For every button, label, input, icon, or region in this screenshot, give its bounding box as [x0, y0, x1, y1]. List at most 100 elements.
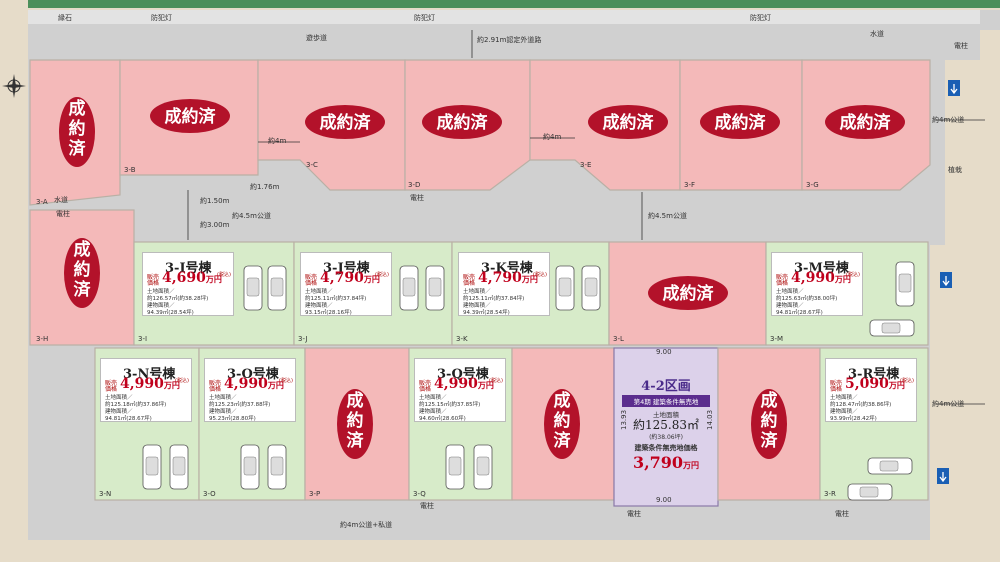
card-title: 3-J号棟	[323, 261, 370, 276]
price-card: 3-J号棟 販売価格 4,790万円 (税込) 土地面積／ 約125.11㎡(約…	[300, 252, 392, 316]
road-label-bottom: 約4m公道+私道	[340, 520, 392, 529]
card-tax: (税込)	[533, 272, 547, 278]
road-label-outer-road: 約2.91m認定外道路	[477, 35, 541, 44]
card-land-label: 土地面積／	[830, 395, 858, 401]
sold-seal-char: 成	[761, 390, 778, 411]
sold-seal-char: 済	[554, 430, 572, 451]
lot-id-3-K: 3-K	[456, 335, 468, 343]
plot42-unit: 万円	[683, 460, 700, 470]
lot-id-3-D: 3-D	[408, 181, 420, 189]
lot-id-3-I: 3-I	[138, 335, 147, 343]
sold-seal-label: 成約済	[320, 112, 372, 133]
sold-seal-char: 約	[69, 118, 86, 139]
road-label-45-left: 約4.5m公道	[232, 211, 271, 220]
sold-seal: 成約済	[150, 99, 230, 133]
sold-seal-char: 約	[554, 410, 571, 431]
card-bldg-label: 建物面積／	[147, 303, 175, 309]
card-unit: 万円	[834, 274, 851, 284]
card-title: 3-K号棟	[481, 261, 533, 276]
card-land-label: 土地面積／	[209, 395, 237, 401]
card-bldg-label: 建物面積／	[776, 303, 804, 309]
card-unit: 万円	[888, 380, 905, 390]
car-icon	[555, 265, 575, 311]
card-title: 3-M号棟	[794, 261, 849, 276]
card-unit: 万円	[267, 380, 284, 390]
car-icon	[240, 444, 260, 490]
sold-seal-char: 成	[554, 390, 571, 411]
lot-id-3-R: 3-R	[824, 490, 836, 498]
card-price-label: 販売価格	[775, 274, 788, 287]
card-price: 4,790	[478, 270, 522, 286]
sold-seal: 成約済	[700, 105, 780, 139]
car-icon	[869, 319, 915, 337]
card-bldg-value: 94.81㎡(28.67坪)	[776, 310, 823, 316]
price-card: 3-K号棟 販売価格 4,790万円 (税込) 土地面積／ 約125.11㎡(約…	[458, 252, 550, 316]
car-icon	[445, 444, 465, 490]
card-land-label: 土地面積／	[776, 289, 804, 295]
card-title: 3-I号棟	[165, 261, 212, 276]
lot-id-3-A: 3-A	[36, 198, 48, 206]
card-price: 4,690	[162, 270, 206, 286]
lot-id-3-Q: 3-Q	[413, 490, 426, 498]
road-label-4m-public-bottom: 約4m公道	[932, 399, 964, 408]
card-title: 3-O号棟	[227, 367, 279, 382]
card-bldg-label: 建物面積／	[419, 409, 447, 415]
road-label-pole-top-right: 電柱	[954, 41, 968, 50]
road-label-4m-right: 約4m	[543, 132, 561, 141]
car-icon	[267, 265, 287, 311]
card-price: 4,790	[320, 270, 364, 286]
sold-seal-char: 成	[69, 98, 86, 119]
sold-seal: 成約済	[751, 389, 787, 459]
plot42-land-label: 土地面積	[653, 411, 679, 419]
card-price-wrap: 4,990万円	[120, 376, 180, 392]
sold-seal-label: 成約済	[663, 283, 715, 304]
sold-seal: 成約済	[337, 389, 373, 459]
card-price-wrap: 4,990万円	[434, 376, 494, 392]
sold-seal-char: 成	[347, 390, 364, 411]
card-unit: 万円	[363, 274, 380, 284]
sold-seal-label: 成約済	[165, 106, 217, 127]
card-price-wrap: 5,090万円	[845, 376, 905, 392]
road-label-streetlight-3: 防犯灯	[750, 13, 771, 22]
road-label-pole-r: 電柱	[835, 509, 849, 518]
card-tax: (税込)	[217, 272, 231, 278]
lot-id-3-E: 3-E	[580, 161, 591, 169]
card-land-label: 土地面積／	[419, 395, 447, 401]
sold-seal: 成約済	[305, 105, 385, 139]
sold-seal-char: 成	[74, 239, 91, 260]
plot42-dim-top: 9.00	[656, 348, 672, 356]
lot-id-3-F: 3-F	[684, 181, 695, 189]
plot42-dim-right: 14.03	[706, 410, 714, 430]
card-land-value: 約125.11㎡(約37.84坪)	[463, 296, 525, 302]
lot-id-3-M: 3-M	[770, 335, 783, 343]
card-price-label: 販売価格	[462, 274, 475, 287]
card-tax: (税込)	[846, 272, 860, 278]
card-price-label: 販売価格	[104, 380, 117, 393]
sold-seal: 成約済	[59, 97, 95, 167]
price-card: 3-M号棟 販売価格 4,990万円 (税込) 土地面積／ 約125.63㎡(約…	[771, 252, 863, 316]
dimension-arrows	[187, 30, 985, 405]
plot42-info: 4-2区画 第4期 建築条件無売地 土地面積 約125.83㎡ (約38.06坪…	[618, 375, 714, 472]
sold-seal: 成約済	[825, 105, 905, 139]
card-land-label: 土地面積／	[147, 289, 175, 295]
card-price-wrap: 4,690万円	[162, 270, 222, 286]
card-price-wrap: 4,790万円	[478, 270, 538, 286]
road-label-water: 水道	[870, 29, 884, 38]
road-label-curb: 縁石	[58, 13, 72, 22]
card-price: 4,990	[434, 376, 478, 392]
card-tax: (税込)	[375, 272, 389, 278]
car-icon	[142, 444, 162, 490]
road-label-pole-d: 電柱	[410, 193, 424, 202]
price-card: 3-O号棟 販売価格 4,990万円 (税込) 土地面積／ 約125.23㎡(約…	[204, 358, 296, 422]
road-label-promenade: 遊歩道	[306, 33, 327, 42]
road-label-pole-42: 電柱	[627, 509, 641, 518]
sold-seal: 成約済	[64, 238, 100, 308]
car-icon	[399, 265, 419, 311]
price-card: 3-Q号棟 販売価格 4,990万円 (税込) 土地面積／ 約125.15㎡(約…	[414, 358, 506, 422]
sold-seal: 成約済	[544, 389, 580, 459]
car-icon	[243, 265, 263, 311]
lot-id-3-G: 3-G	[806, 181, 819, 189]
lot-id-3-N: 3-N	[99, 490, 111, 498]
car-icon	[267, 444, 287, 490]
lot-3-L	[608, 241, 767, 346]
